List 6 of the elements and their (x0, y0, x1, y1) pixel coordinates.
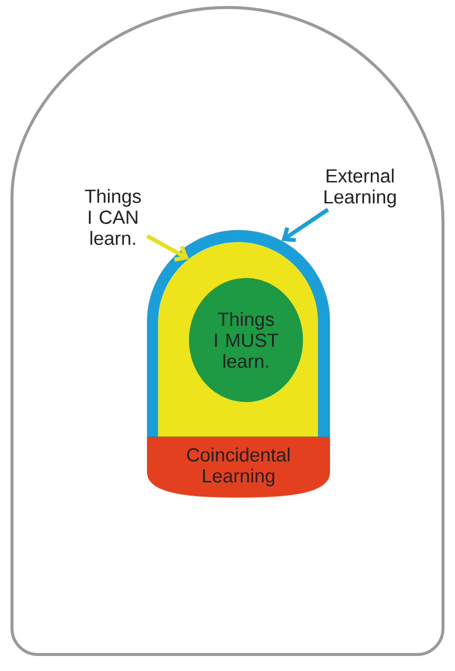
text-label: External Learning (324, 168, 396, 208)
arrow (146, 234, 189, 262)
ellipse-label: Things I MUST learn. (189, 278, 303, 402)
band-label: Coincidental Learning (147, 436, 330, 498)
arrow (281, 208, 329, 242)
text-label: Things I CAN learn. (84, 189, 141, 245)
